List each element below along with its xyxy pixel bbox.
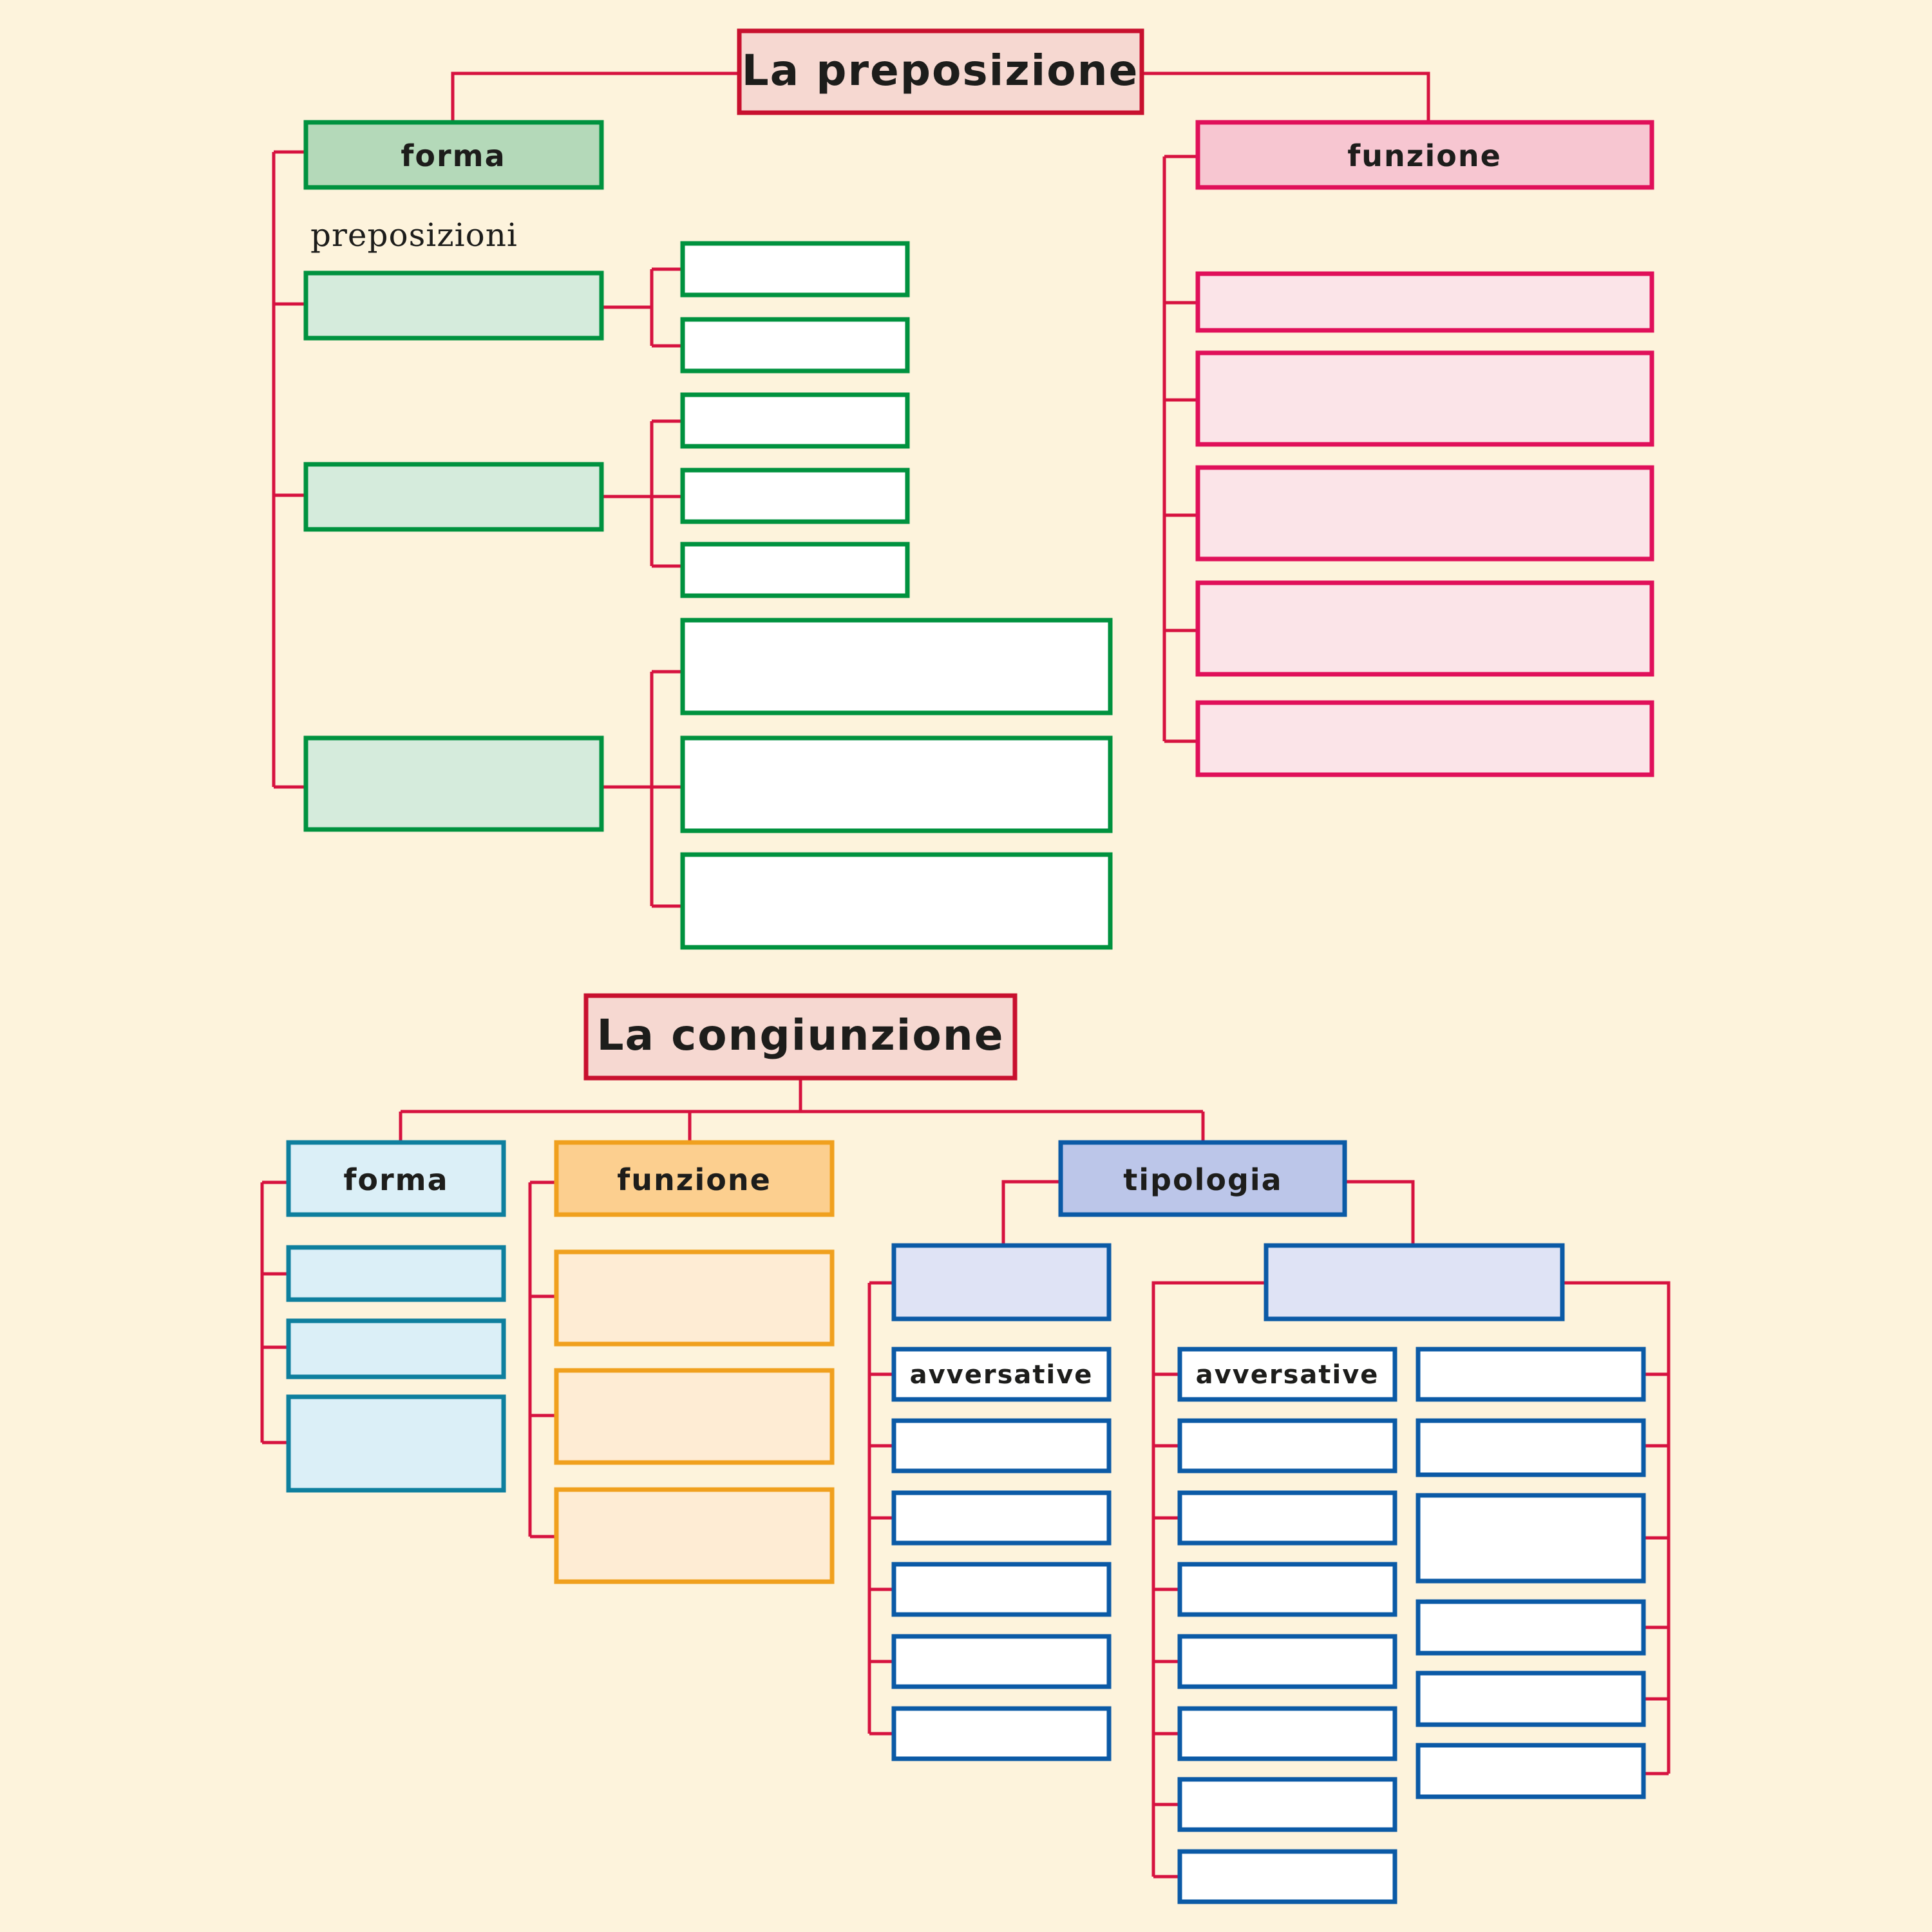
congiunzione-title-box (583, 993, 1018, 1081)
tipologia-right-col2-item-4 (1416, 1599, 1646, 1656)
preposizione-funzione-item-1 (1195, 271, 1654, 333)
preposizioni-category-box-2 (303, 462, 604, 532)
preposizioni-group3-item-2 (680, 735, 1113, 833)
connector-title-forma (451, 71, 739, 121)
preposizioni-group3-item-3 (680, 852, 1113, 950)
preposizioni-group2-item-3 (680, 542, 910, 598)
congiunzione-forma-item-3 (286, 1394, 506, 1493)
tipologia-right-col2-item-1 (1416, 1347, 1646, 1402)
connector-tipo-right-outer-spine (1563, 1281, 1671, 1774)
tipologia-right-col1-item-5 (1177, 1634, 1397, 1689)
connector-tipologia-right (1345, 1180, 1415, 1244)
tipologia-right-col2-item-5 (1416, 1671, 1646, 1727)
preposizione-forma-caption: preposizioni (310, 216, 518, 254)
congiunzione-tipologia-box (1058, 1140, 1347, 1217)
congiunzione-forma-item-1 (286, 1245, 506, 1302)
tipologia-right-col2-item-6 (1416, 1743, 1646, 1799)
tipologia-left-item-1-label: avversative (910, 1360, 1094, 1390)
preposizioni-category-box-3 (303, 735, 604, 832)
congiunzione-map: La congiunzione forma funzione tipologia… (286, 993, 1646, 1904)
tipologia-left-category-box (891, 1243, 1112, 1321)
tipologia-left-item-6 (891, 1706, 1112, 1761)
preposizioni-group2-item-1 (680, 392, 910, 449)
congiunzione-tipologia-label: tipologia (1123, 1162, 1282, 1197)
preposizione-forma-box (303, 120, 604, 190)
congiunzione-funzione-item-2 (554, 1368, 835, 1465)
preposizioni-category-box-1 (303, 270, 604, 341)
preposizioni-group1-item-1 (680, 241, 910, 298)
preposizione-funzione-item-4 (1195, 580, 1654, 677)
tipologia-left-item-4 (891, 1562, 1112, 1617)
tipologia-left-item-5 (891, 1634, 1112, 1689)
tipologia-right-col1-item-3 (1177, 1490, 1397, 1546)
congiunzione-forma-item-2 (286, 1318, 506, 1379)
tipologia-left-item-3 (891, 1490, 1112, 1546)
congiunzione-funzione-label: funzione (617, 1162, 772, 1197)
preposizione-funzione-label: funzione (1347, 138, 1502, 173)
tipologia-right-category-box (1264, 1243, 1565, 1321)
connector-lines (260, 71, 1671, 1879)
tipologia-left-item-1 (891, 1347, 1112, 1402)
preposizioni-group2-item-2 (680, 468, 910, 524)
tipologia-right-col2-item-2 (1416, 1418, 1646, 1477)
tipologia-right-col1-item-1 (1177, 1347, 1397, 1402)
preposizione-funzione-item-5 (1195, 700, 1654, 777)
preposizioni-group1-item-2 (680, 317, 910, 374)
tipologia-right-col1-item-2 (1177, 1418, 1397, 1473)
tipologia-right-col1-item-4 (1177, 1562, 1397, 1617)
preposizione-funzione-item-2 (1195, 350, 1654, 447)
tipologia-left-item-2 (891, 1418, 1112, 1473)
preposizione-title: La preposizione (742, 46, 1139, 95)
tipologia-right-col1-item-6 (1177, 1706, 1397, 1761)
connector-tipologia-left (1001, 1180, 1061, 1244)
preposizione-funzione-item-3 (1195, 465, 1654, 562)
connector-tipo-right-spine (1151, 1281, 1265, 1877)
preposizioni-group3-item-1 (680, 618, 1113, 715)
tipologia-right-col2-item-3 (1416, 1493, 1646, 1584)
congiunzione-funzione-item-1 (554, 1249, 835, 1347)
congiunzione-funzione-box (554, 1140, 835, 1217)
tipologia-right-col1-item-1-label: avversative (1196, 1360, 1379, 1390)
congiunzione-forma-box (286, 1140, 506, 1217)
congiunzione-title: La congiunzione (597, 1010, 1005, 1060)
congiunzione-forma-label: forma (343, 1162, 448, 1197)
tipologia-right-col1-item-7 (1177, 1777, 1397, 1832)
preposizione-map: La preposizione forma preposizioni funzi… (303, 28, 1654, 950)
preposizione-forma-label: forma (401, 138, 506, 173)
tipologia-right-col1-item-8 (1177, 1849, 1397, 1904)
preposizione-title-box (737, 28, 1144, 115)
connector-title-funzione (1142, 71, 1430, 121)
preposizione-funzione-box (1195, 120, 1654, 190)
congiunzione-funzione-item-3 (554, 1487, 835, 1584)
